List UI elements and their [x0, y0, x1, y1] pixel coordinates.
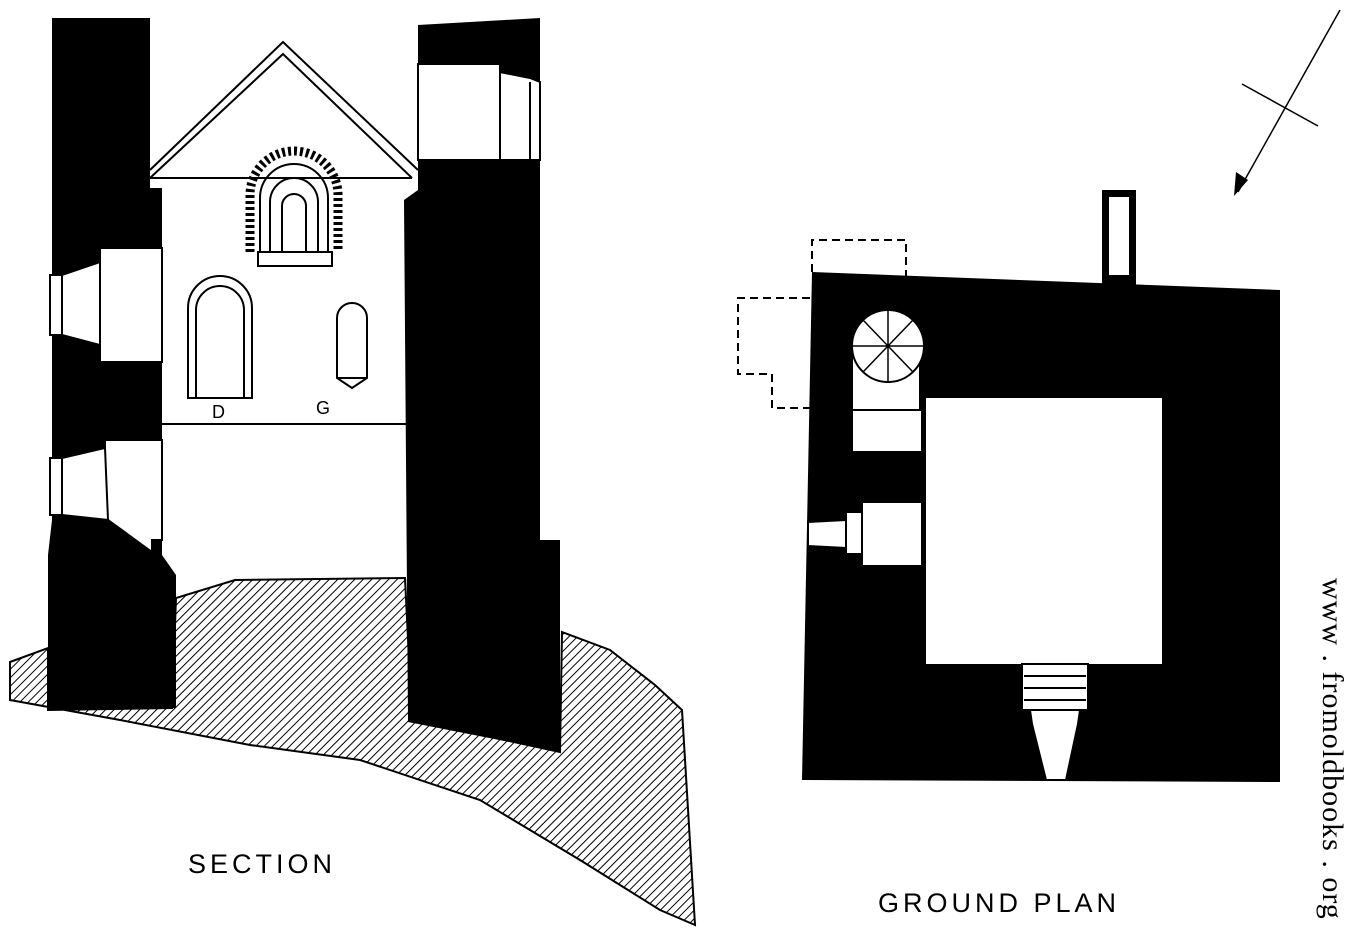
section-right-wall-opening — [417, 63, 541, 161]
plan-dashed-outline-top — [811, 239, 907, 280]
section-left-wall — [48, 18, 176, 710]
section-mark-g: G — [316, 398, 330, 418]
section-gable — [149, 40, 419, 179]
section-left-wall-openings — [49, 247, 163, 554]
section-niche-g — [336, 302, 368, 390]
plan-caption: GROUND PLAN — [878, 888, 1120, 918]
section-right-wall — [404, 18, 560, 752]
plan-west-window — [807, 501, 923, 567]
north-arrow-icon — [1234, 9, 1341, 196]
plan-dashed-outline-left — [737, 297, 812, 409]
ground-plan-drawing: GROUND PLAN — [737, 9, 1341, 918]
plan-spiral-staircase — [851, 309, 925, 453]
section-doorway-d — [187, 275, 253, 399]
section-upper-window — [245, 146, 343, 267]
plan-interior-chamber — [926, 398, 1162, 664]
section-drawing: D G SECTION — [9, 18, 697, 927]
section-caption: SECTION — [188, 849, 336, 879]
watermark-text: www . fromoldbooks . org — [1316, 578, 1349, 920]
section-mark-d: D — [212, 402, 225, 422]
plan-south-doorway — [1021, 663, 1089, 781]
